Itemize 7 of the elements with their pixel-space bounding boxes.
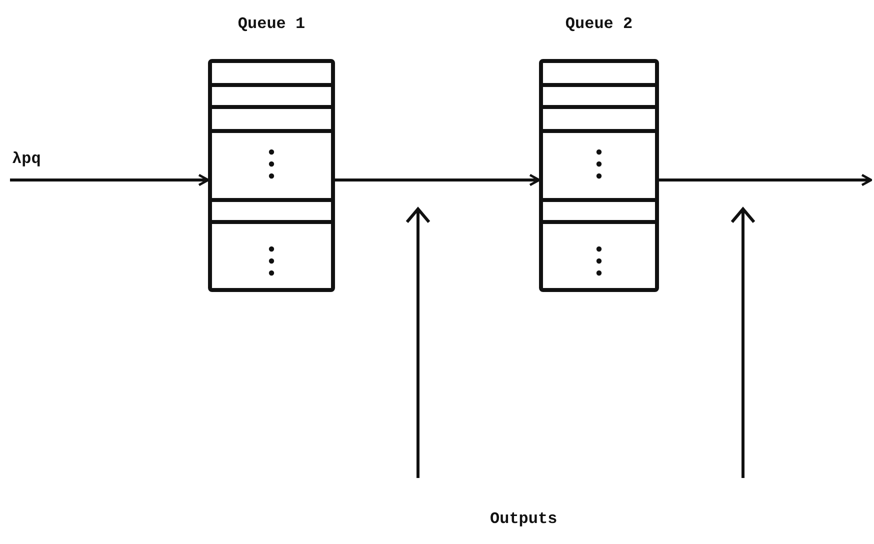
outputs-label: Outputs (490, 510, 558, 528)
arrow (659, 174, 872, 186)
queue-heading: Queue 2 (564, 15, 634, 33)
edge-label: λpq (12, 150, 41, 168)
arrow (335, 174, 540, 186)
queue-heading: Queue 1 (236, 15, 306, 33)
arrow (10, 174, 210, 186)
